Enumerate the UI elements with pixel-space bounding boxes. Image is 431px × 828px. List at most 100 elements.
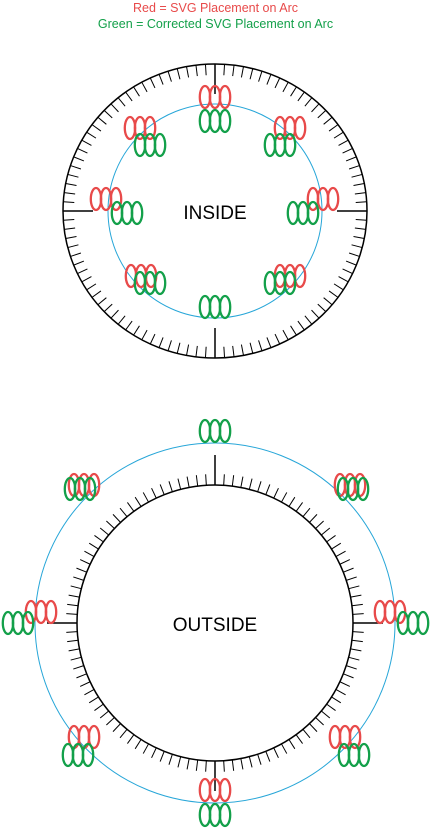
tick-mark (350, 648, 362, 652)
tick-mark (232, 345, 235, 357)
tick-mark (94, 535, 104, 543)
tick-mark (355, 201, 367, 203)
inside-label: INSIDE (183, 203, 246, 224)
red-marker (123, 115, 157, 141)
tick-mark (159, 751, 165, 762)
tick-mark (176, 342, 181, 354)
tick-mark (348, 165, 360, 170)
tick-mark (317, 110, 327, 119)
tick-mark (91, 124, 102, 132)
green-marker (198, 418, 232, 444)
tick-mark (288, 739, 296, 750)
tick-mark (281, 492, 288, 503)
tick-mark (79, 559, 91, 565)
tick-mark (177, 478, 182, 490)
red-marker (89, 186, 123, 212)
tick-mark (311, 309, 320, 319)
green-marker (198, 802, 232, 828)
tick-mark (186, 758, 190, 770)
tick-mark (84, 689, 95, 696)
tick-mark (67, 639, 79, 643)
tick-mark (127, 734, 135, 744)
tick-mark (265, 484, 271, 495)
tick-mark (73, 156, 85, 162)
tick-mark (70, 165, 82, 170)
tick-mark (125, 91, 133, 102)
green-marker (337, 742, 371, 768)
tick-mark (342, 147, 353, 154)
green-marker (1, 610, 35, 636)
tick-mark (321, 527, 331, 536)
tick-mark (63, 201, 75, 203)
red-marker (328, 724, 362, 750)
tick-mark (167, 340, 172, 351)
tick-mark (195, 475, 199, 487)
tick-mark (67, 173, 79, 178)
tick-mark (186, 66, 190, 78)
tick-mark (141, 329, 148, 341)
tick-mark (311, 103, 320, 113)
outside-diagram: OUTSIDE (1, 418, 430, 828)
tick-mark (133, 86, 140, 97)
tick-mark (177, 756, 182, 768)
tick-mark (304, 97, 313, 107)
green-marker (198, 294, 232, 320)
tick-mark (97, 297, 107, 306)
tick-mark (326, 703, 336, 711)
tick-mark (351, 603, 363, 607)
tick-mark (321, 710, 331, 719)
tick-mark (328, 290, 339, 298)
tick-mark (351, 639, 363, 643)
tick-mark (186, 476, 190, 488)
tick-mark (70, 656, 82, 661)
tick-mark (168, 481, 173, 492)
tick-mark (323, 116, 333, 125)
tick-mark (331, 696, 342, 704)
tick-mark (65, 235, 77, 240)
tick-mark (97, 116, 107, 125)
tick-mark (76, 673, 87, 679)
tick-mark (119, 729, 128, 739)
tick-mark (110, 309, 119, 319)
tick-mark (317, 303, 327, 312)
tick-mark (94, 703, 104, 711)
inside-tick-marks (63, 64, 367, 358)
tick-mark (223, 474, 225, 486)
tick-mark (99, 527, 109, 536)
tick-mark (343, 567, 354, 573)
tick-mark (338, 139, 349, 146)
green-marker (263, 132, 297, 158)
red-marker (273, 115, 307, 141)
tick-mark (348, 252, 360, 257)
tick-mark (258, 340, 263, 351)
tick-mark (106, 520, 115, 529)
tick-mark (240, 476, 244, 488)
tick-mark (186, 344, 190, 356)
tick-mark (76, 567, 87, 573)
tick-mark (333, 131, 344, 139)
tick-mark (282, 329, 289, 341)
tick-mark (106, 717, 115, 726)
tick-mark (350, 594, 362, 598)
tick-mark (281, 743, 288, 754)
tick-mark (335, 550, 346, 557)
green-marker (263, 270, 297, 296)
tick-mark (351, 244, 363, 249)
red-marker (24, 599, 58, 625)
green-marker (396, 610, 430, 636)
tick-mark (158, 337, 164, 348)
tick-mark (168, 754, 173, 765)
tick-mark (158, 74, 164, 85)
tick-mark (84, 550, 95, 557)
tick-mark (248, 756, 253, 768)
tick-mark (290, 86, 297, 97)
tick-mark (195, 759, 199, 771)
green-marker (63, 476, 97, 502)
tick-mark (231, 475, 235, 487)
tick-mark (315, 520, 324, 529)
red-marker (67, 724, 101, 750)
outside-inner-circle (76, 484, 354, 762)
green-marker (61, 742, 95, 768)
tick-mark (315, 717, 324, 726)
tick-mark (265, 751, 271, 762)
